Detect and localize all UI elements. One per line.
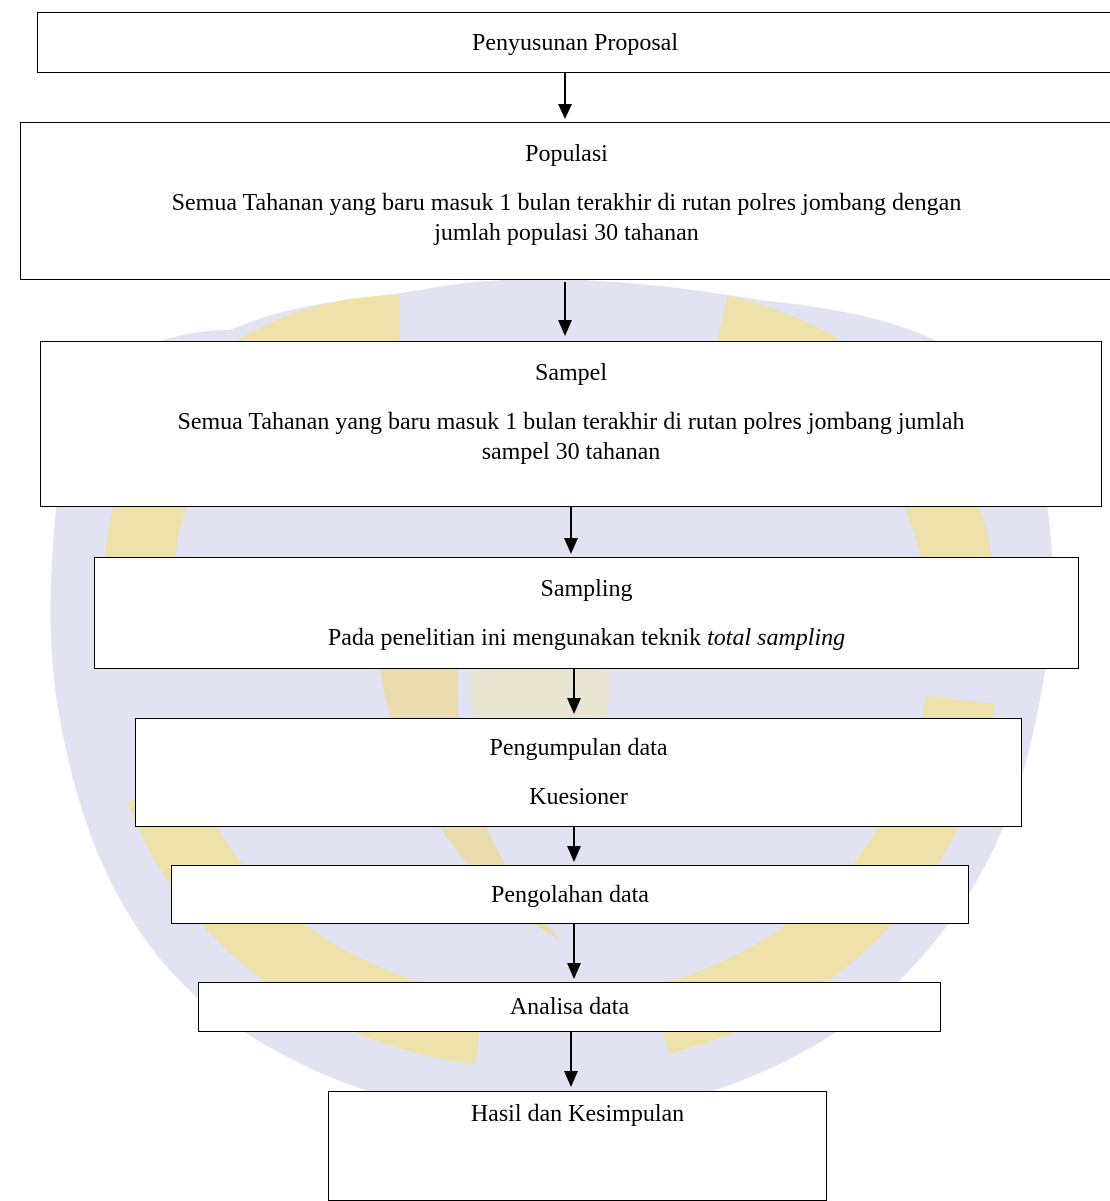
step-sampel-line1: Semua Tahanan yang baru masuk 1 bulan te… (177, 409, 965, 435)
step-pengolahan-data-title: Pengolahan data (491, 882, 649, 908)
step-sampling-text: Pada penelitian ini mengunakan teknik to… (95, 623, 1078, 653)
step-sampel: Sampel Semua Tahanan yang baru masuk 1 b… (40, 341, 1102, 507)
step-populasi: Populasi Semua Tahanan yang baru masuk 1… (20, 122, 1110, 280)
step-pengumpulan-data-title: Pengumpulan data (489, 735, 668, 761)
step-sampel-title: Sampel (535, 360, 607, 386)
step-populasi-line1: Semua Tahanan yang baru masuk 1 bulan te… (171, 190, 962, 216)
step-analisa-data: Analisa data (198, 982, 941, 1032)
step-pengumpulan-data-text: Kuesioner (529, 784, 628, 810)
step-sampel-line2: sampel 30 tahanan (481, 439, 661, 465)
step-sampling-title: Sampling (540, 576, 633, 602)
step-proposal: Penyusunan Proposal (37, 12, 1110, 73)
step-sampling: Sampling Pada penelitian ini mengunakan … (94, 557, 1079, 669)
step-populasi-title: Populasi (525, 141, 608, 167)
step-pengolahan-data: Pengolahan data (171, 865, 969, 924)
step-proposal-title: Penyusunan Proposal (472, 30, 678, 56)
step-analisa-data-title: Analisa data (509, 994, 630, 1020)
step-hasil-kesimpulan-title: Hasil dan Kesimpulan (470, 1101, 685, 1127)
step-sampling-text-italic: total sampling (707, 625, 846, 651)
step-sampling-text-regular: Pada penelitian ini mengunakan teknik (327, 625, 708, 651)
step-pengumpulan-data: Pengumpulan data Kuesioner (135, 718, 1022, 827)
step-populasi-line2: jumlah populasi 30 tahanan (434, 220, 699, 246)
